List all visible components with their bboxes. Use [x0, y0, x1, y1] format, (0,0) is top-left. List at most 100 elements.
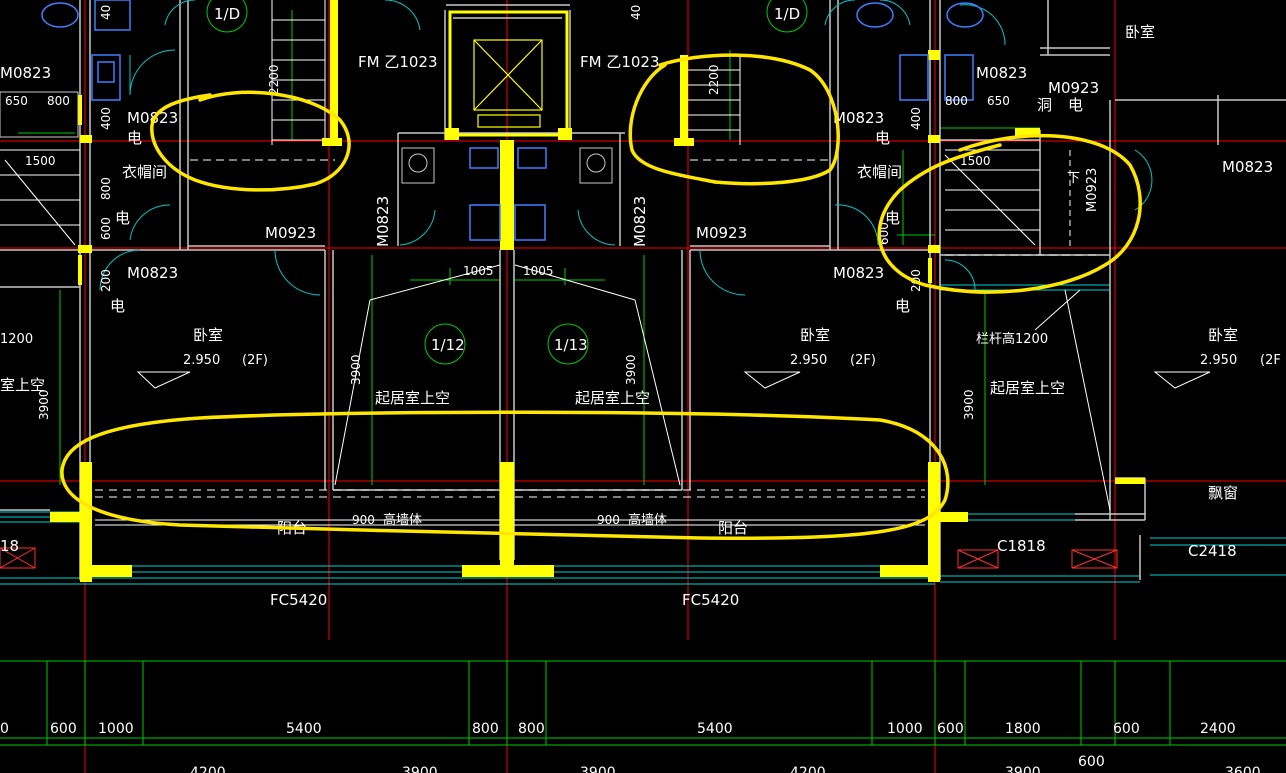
door-m0823-vertical-left: M0823	[374, 196, 392, 247]
axis-label-top-left: 1/D	[214, 5, 240, 23]
bottom-dim-label: 600	[1113, 721, 1140, 737]
elevation-mid: 2.950	[790, 353, 827, 368]
bottom-dim-label: 800	[518, 721, 545, 737]
room-bedroom-top-right: 卧室	[1125, 23, 1155, 41]
electric-label-5: 电	[885, 209, 900, 227]
room-living-void-3: 起居室上空	[990, 379, 1065, 397]
elevation-mid-floor: (2F)	[850, 353, 876, 368]
door-m0923-right: M0923	[696, 224, 747, 242]
dim-900-left: 900	[352, 513, 375, 527]
dim-1500-right: 1500	[960, 154, 991, 168]
room-closet-left: 衣帽间	[122, 163, 167, 181]
markup-highlights	[60, 53, 1142, 540]
bottom-dim-label: 800	[472, 721, 499, 737]
room-living-void-4: 室上空	[0, 376, 45, 394]
fire-door-left: FM 乙1023	[358, 53, 438, 71]
bathroom-fixtures	[41, 0, 984, 241]
dim-650-right: 650	[987, 94, 1010, 108]
axis-bubbles	[206, 0, 808, 365]
dimension-lines	[0, 10, 1286, 746]
electric-label-6: 电	[895, 297, 910, 315]
washing-machines	[0, 91, 613, 184]
columns	[50, 0, 1145, 582]
elevation-right-floor: (2F	[1260, 353, 1281, 368]
overall-dim-label: 4200	[190, 765, 226, 773]
electric-label-7: 电	[1068, 96, 1083, 114]
elevation-markers	[136, 371, 1211, 389]
dim-600-left: 600	[99, 217, 113, 240]
elevation-left-floor: (2F)	[242, 353, 268, 368]
elevator	[448, 10, 569, 137]
dim-2200-left: 2200	[267, 64, 281, 95]
dim-800-right: 800	[945, 94, 968, 108]
dim-900-right: 900	[597, 513, 620, 527]
dim-650-left: 650	[5, 94, 28, 108]
room-living-void-1: 起居室上空	[375, 389, 450, 407]
door-m0823-top-left: M0823	[0, 64, 51, 82]
bottom-dim-label: 1800	[1005, 721, 1041, 737]
door-m0923-left: M0923	[265, 224, 316, 242]
stair-down-label: 下	[1067, 171, 1080, 186]
room-bedroom-mid: 卧室	[800, 326, 830, 344]
electric-label-4: 电	[875, 129, 890, 147]
dim-40-top-left: 40	[99, 5, 113, 20]
axis-label-1-12: 1/12	[431, 336, 465, 354]
door-m0823-far-right: M0823	[1222, 158, 1273, 176]
door-m0823-right-1: M0823	[833, 109, 884, 127]
dim-400-left: 400	[99, 107, 113, 130]
dim-400-right: 400	[909, 107, 923, 130]
door-m0923-vertical: M0923	[1085, 168, 1100, 212]
electric-label-2: 电	[115, 209, 130, 227]
room-closet-right: 衣帽间	[857, 163, 902, 181]
dim-3900-far-left: 3900	[37, 389, 51, 420]
railing-height-left: 1200	[0, 332, 33, 347]
axis-label-top-right: 1/D	[774, 5, 800, 23]
dim-40-top-right: 40	[629, 5, 643, 20]
door-m0823-vertical-right: M0823	[631, 196, 649, 247]
room-bedroom-right: 卧室	[1208, 326, 1238, 344]
dim-2200-right: 2200	[707, 64, 721, 95]
bottom-dim-label: 5400	[697, 721, 733, 737]
overall-dim-label: 4200	[790, 765, 826, 773]
opening-label: 洞	[1037, 96, 1052, 114]
dim-1005-left: 1005	[463, 264, 494, 278]
elevation-right: 2.950	[1200, 353, 1237, 368]
elevation-left: 2.950	[183, 353, 220, 368]
door-m0923-top-right: M0923	[1048, 79, 1099, 97]
room-balcony-right: 阳台	[718, 519, 748, 537]
dim-1500-left: 1500	[25, 154, 56, 168]
dim-800-vertical-left: 800	[99, 177, 113, 200]
bottom-dim-label: 600	[937, 721, 964, 737]
dim-200-left: 200	[99, 269, 113, 292]
window-fc5420-right: FC5420	[682, 591, 739, 609]
overall-dim-label: 3900	[402, 765, 438, 773]
room-bedroom-left: 卧室	[193, 326, 223, 344]
dim-800-left: 800	[47, 94, 70, 108]
window-units	[0, 547, 1118, 569]
overall-dim-label: 3600	[1225, 765, 1261, 773]
dim-3900-right: 3900	[624, 354, 638, 385]
electric-label-3: 电	[110, 297, 125, 315]
overall-dim-label: 3900	[1005, 765, 1041, 773]
bottom-dim-label: 1000	[887, 721, 923, 737]
window-fc5420-left: FC5420	[270, 591, 327, 609]
bottom-dim-label: 0	[0, 721, 9, 737]
dim-600-lower: 600	[1078, 754, 1105, 770]
fire-door-right: FM 乙1023	[580, 53, 660, 71]
dim-3900-left: 3900	[349, 354, 363, 385]
window-c2418: C2418	[1188, 542, 1237, 560]
railing-height-right: 栏杆高1200	[976, 331, 1048, 347]
room-bay-window: 飘窗	[1208, 484, 1238, 502]
window-left-partial: 18	[0, 537, 19, 555]
bottom-dim-label: 2400	[1200, 721, 1236, 737]
dim-3900-far-right: 3900	[962, 389, 976, 420]
axis-label-1-13: 1/13	[554, 336, 588, 354]
door-m0823-top-right: M0823	[976, 64, 1027, 82]
room-living-void-2: 起居室上空	[575, 389, 650, 407]
overall-dim-label: 3900	[580, 765, 616, 773]
high-wall-right: 高墙体	[628, 512, 667, 528]
